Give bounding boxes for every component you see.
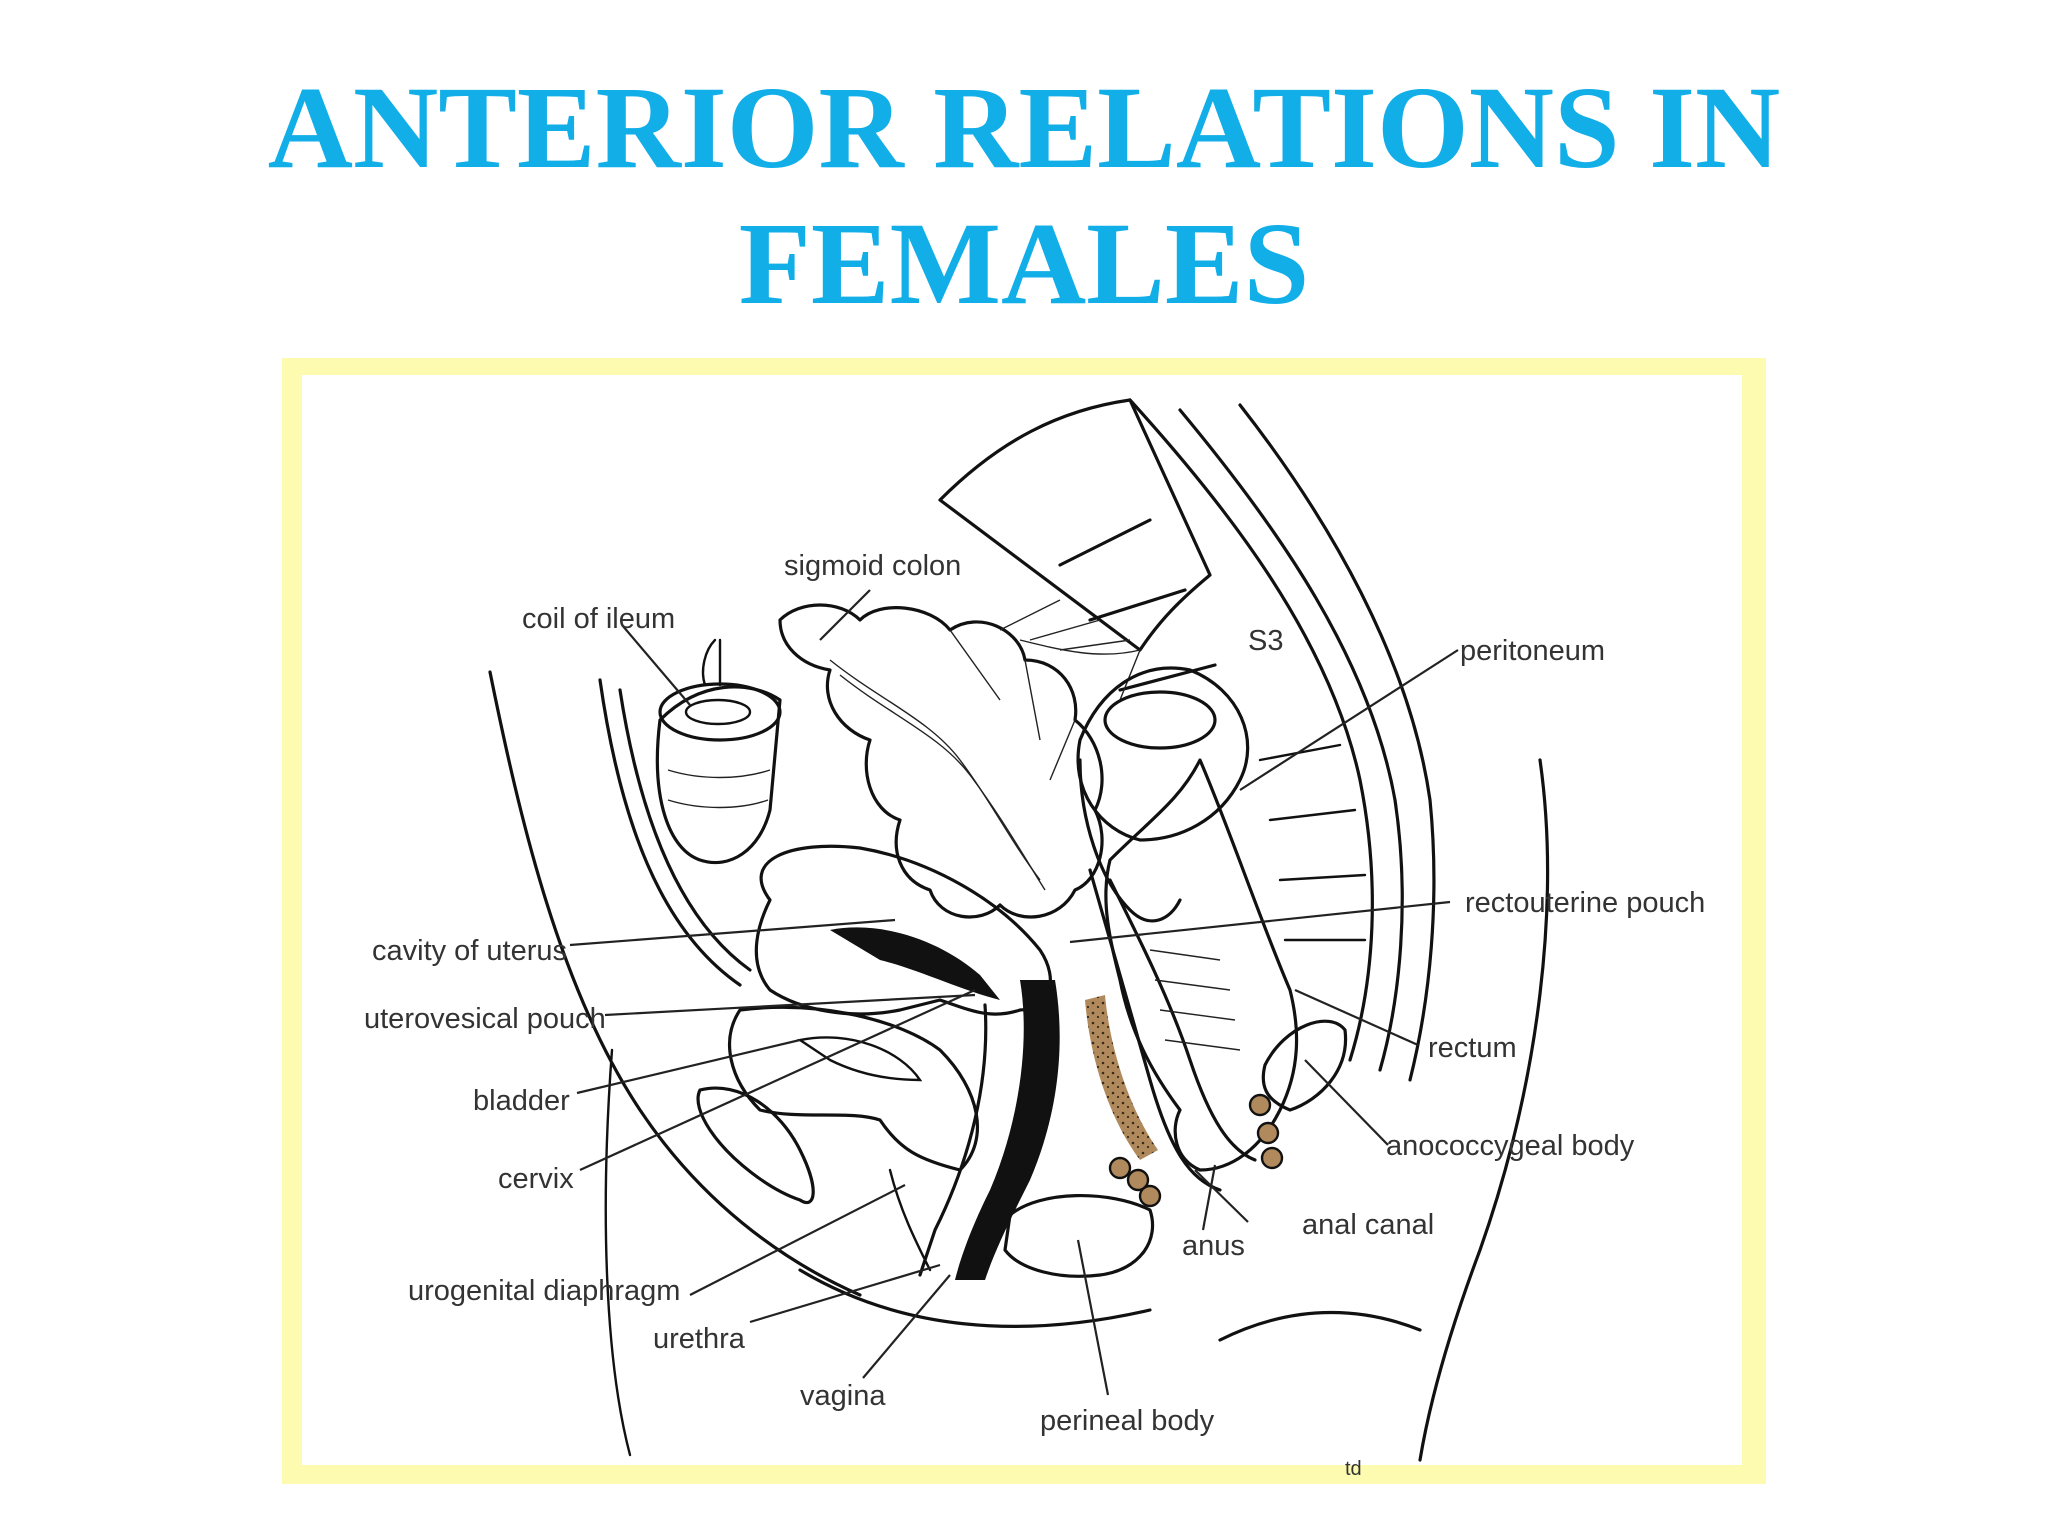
perineal-body — [1003, 1193, 1155, 1278]
title-line-1: ANTERIOR RELATIONS IN — [267, 62, 1781, 193]
label-sigmoid-colon: sigmoid colon — [784, 550, 961, 582]
slide-title: ANTERIOR RELATIONS IN FEMALES — [0, 60, 2048, 332]
bladder — [728, 1005, 980, 1172]
label-cavity-of-uterus: cavity of uterus — [372, 935, 567, 967]
label-perineal-body: perineal body — [1040, 1405, 1215, 1437]
label-s3: S3 — [1248, 625, 1283, 657]
anterior-abdominal-wall — [488, 670, 1152, 1457]
label-rectum: rectum — [1428, 1032, 1517, 1064]
vagina-channel — [888, 980, 1060, 1280]
title-line-2: FEMALES — [738, 198, 1310, 329]
label-anus: anus — [1182, 1230, 1245, 1262]
anal-sphincter — [1108, 1093, 1284, 1208]
ileum-coil — [655, 638, 782, 865]
label-peritoneum: peritoneum — [1460, 635, 1605, 667]
label-rectouterine-pouch: rectouterine pouch — [1465, 887, 1705, 919]
label-urogenital-diaphragm: urogenital diaphragm — [408, 1275, 680, 1307]
sigmoid-colon — [778, 599, 1142, 919]
label-coil-of-ileum: coil of ileum — [522, 603, 675, 635]
label-bladder: bladder — [473, 1085, 570, 1117]
pubic-symphysis — [696, 1086, 815, 1205]
label-cervix: cervix — [498, 1163, 574, 1195]
label-uterovesical-pouch: uterovesical pouch — [364, 1003, 606, 1035]
uterine-cavity — [830, 927, 1000, 1000]
rectal-ampulla — [1076, 666, 1250, 923]
rectovaginal-septum — [1085, 995, 1158, 1160]
label-anal-canal: anal canal — [1302, 1209, 1434, 1241]
label-urethra: urethra — [653, 1323, 746, 1355]
label-vagina: vagina — [800, 1380, 886, 1412]
diagram-panel — [302, 375, 1742, 1465]
artist-mark: td — [1345, 1458, 1362, 1480]
anococcygeal-body — [1261, 1019, 1348, 1112]
label-anococcygeal-body: anococcygeal body — [1386, 1130, 1635, 1162]
leader-lines — [569, 589, 1459, 1396]
